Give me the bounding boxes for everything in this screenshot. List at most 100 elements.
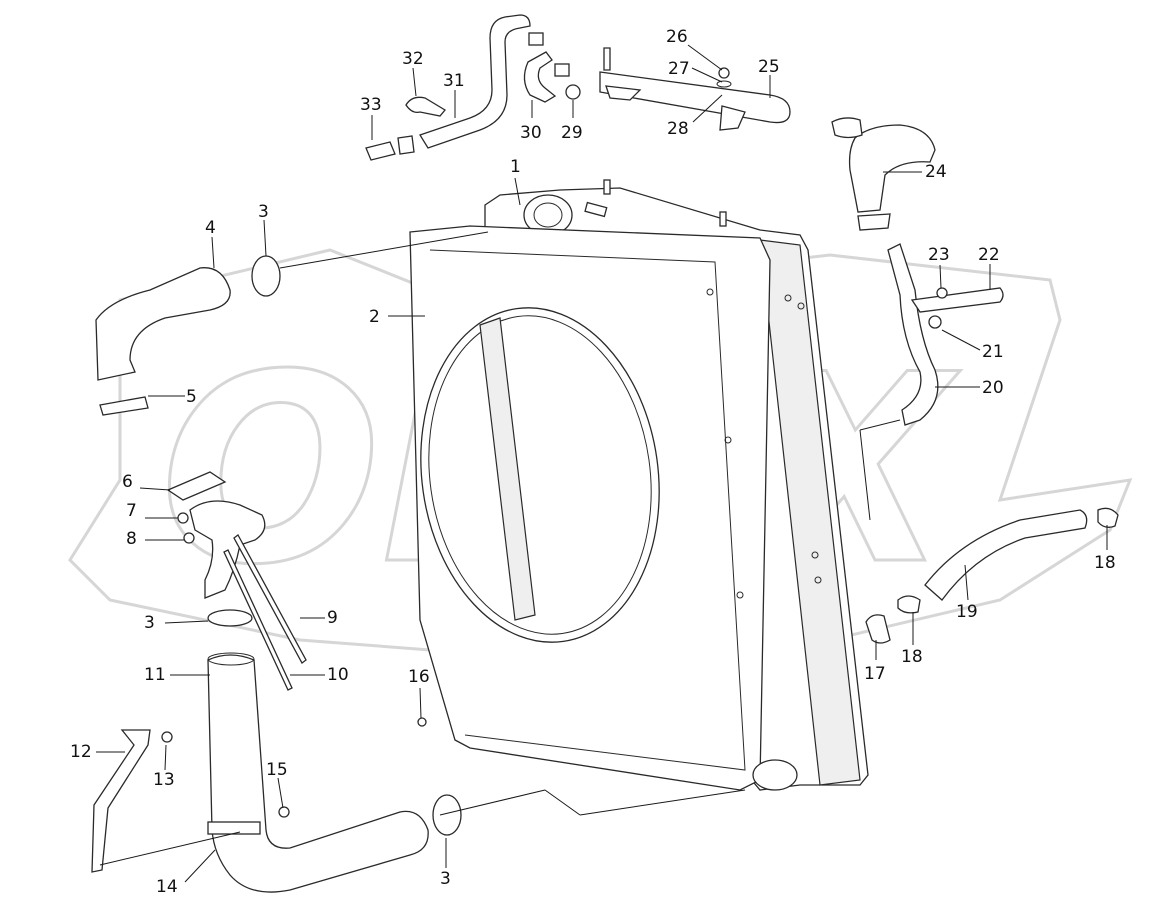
bolt-7: [177, 512, 189, 524]
callout-4: 4: [205, 218, 216, 238]
leader-lines: [96, 44, 1108, 883]
lower-hose-group: [91, 652, 462, 893]
gasket-6: [166, 471, 227, 501]
fan-opening: [420, 307, 660, 643]
nut-23: [936, 287, 948, 299]
clamp-18a: [1097, 507, 1119, 528]
clamp-24b: [857, 213, 891, 231]
callout-31: 31: [443, 71, 465, 91]
frame-hole-2: [797, 302, 805, 310]
callout-25: 25: [758, 57, 780, 77]
hose-20-group: [887, 243, 1004, 426]
callout-28: 28: [667, 119, 689, 139]
clamp-30a: [528, 32, 544, 46]
fan-opening-rim: [428, 315, 652, 635]
bolt-15: [278, 806, 290, 818]
callout-12: 12: [70, 742, 92, 762]
callout-13: 13: [153, 770, 175, 790]
hose-31: [419, 14, 531, 149]
shroud-hole-1: [706, 288, 714, 296]
callout-8: 8: [126, 529, 137, 549]
callout-1: 1: [510, 157, 521, 177]
bracket-12: [91, 729, 151, 873]
callout-24: 24: [925, 162, 947, 182]
hose-24: [848, 124, 936, 213]
callout-20: 20: [982, 378, 1004, 398]
callout-9: 9: [327, 608, 338, 628]
radiator-top-pin-2: [719, 211, 727, 227]
hose-30: [523, 51, 557, 103]
callout-2: 2: [369, 307, 380, 327]
callout-3-top: 3: [258, 202, 269, 222]
radiator-bottom-outlet: [752, 759, 798, 791]
hose-24-group: [831, 117, 936, 231]
callout-18-right: 18: [1094, 553, 1116, 573]
fan-shroud-inner-edge: [429, 249, 746, 771]
callout-23: 23: [928, 245, 950, 265]
rod-10: [223, 549, 293, 691]
nut-26: [718, 67, 730, 79]
bolt-8: [183, 532, 195, 544]
band-14: [207, 821, 261, 835]
core-fins: [479, 317, 536, 621]
rod-9: [233, 534, 307, 664]
clamp-33b: [397, 135, 415, 155]
bracket-32: [405, 96, 446, 117]
callout-15: 15: [266, 760, 288, 780]
bracket-28: [719, 105, 746, 131]
callout-6: 6: [122, 472, 133, 492]
callout-3-bottom: 3: [440, 869, 451, 889]
frame-hole-1: [784, 294, 792, 302]
bracket-22: [910, 287, 1004, 313]
callout-17: 17: [864, 664, 886, 684]
bolt-13: [161, 731, 173, 743]
radiator-assembly: [409, 179, 869, 791]
clamp-29: [565, 84, 581, 100]
clamp-3-top: [251, 255, 281, 297]
bolt-16: [417, 717, 427, 727]
shroud-hole-2: [724, 436, 732, 444]
hose-19-group: [865, 507, 1119, 644]
callout-21: 21: [982, 342, 1004, 362]
callout-16: 16: [408, 667, 430, 687]
hose-4-group: [95, 255, 281, 416]
bolt-upper-left: [603, 47, 611, 71]
hose-19: [924, 509, 1088, 601]
callouts: 1 2 3 3 3 4 5 6 7 8 9 10 11 12 13 14 15 …: [70, 27, 1116, 897]
callout-3-middle: 3: [144, 613, 155, 633]
hose-11: [207, 654, 429, 893]
clamp-18b: [897, 595, 921, 614]
sleeve-5: [99, 396, 149, 416]
callout-30: 30: [520, 123, 542, 143]
radiator-vent-stub: [584, 201, 608, 218]
callout-29: 29: [561, 123, 583, 143]
callout-22: 22: [978, 245, 1000, 265]
bracket-left: [605, 85, 642, 101]
outlet-fitting-group: [166, 471, 307, 691]
hose-20: [887, 243, 939, 426]
shroud-hole-3: [736, 591, 744, 599]
clamp-24a: [831, 117, 863, 139]
pipe-25: [599, 71, 791, 124]
callout-11: 11: [144, 665, 166, 685]
clamp-21: [928, 315, 942, 329]
hose-11-mouth: [207, 652, 255, 666]
callout-5: 5: [186, 387, 197, 407]
clamp-3-middle: [207, 609, 253, 627]
frame-hole-4: [814, 576, 822, 584]
callout-18-lower: 18: [901, 647, 923, 667]
hose-4: [95, 267, 231, 381]
fitting-33: [365, 141, 396, 161]
callout-27: 27: [668, 59, 690, 79]
frame-hole-3: [811, 551, 819, 559]
callout-26: 26: [666, 27, 688, 47]
assembly-lines: [99, 231, 901, 866]
callout-19: 19: [956, 602, 978, 622]
upper-pipe-group: [599, 47, 791, 131]
callout-10: 10: [327, 665, 349, 685]
fitting-17: [865, 614, 891, 644]
radiator-side-tank: [759, 239, 861, 786]
callout-33: 33: [360, 95, 382, 115]
radiator-top-pin-1: [603, 179, 611, 195]
